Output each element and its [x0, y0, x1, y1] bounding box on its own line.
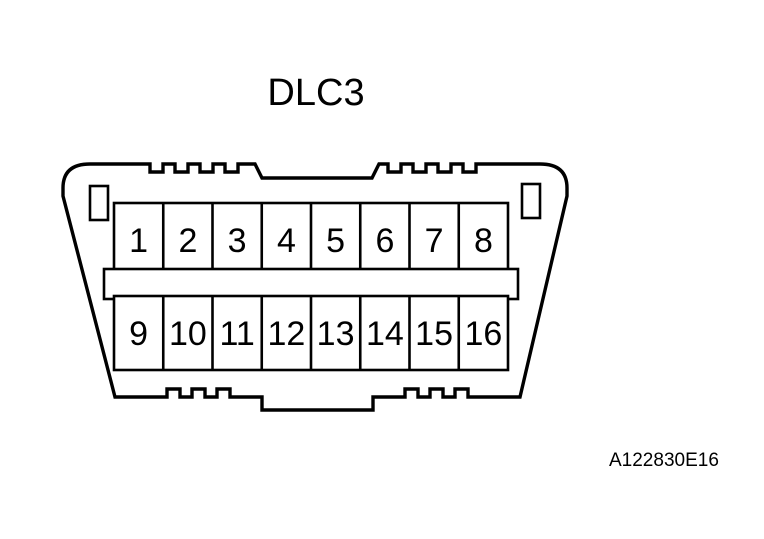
- pin-label: 16: [464, 315, 502, 353]
- keying-slot-left: [88, 184, 110, 222]
- center-divider-bar-group: [102, 267, 520, 301]
- keying-slot-group: [88, 182, 542, 222]
- pin-label: 15: [415, 315, 453, 353]
- pin-label: 8: [474, 222, 493, 260]
- pin-label: 4: [277, 222, 296, 260]
- page-title: DLC3: [267, 72, 364, 114]
- pin-label: 2: [178, 222, 197, 260]
- pin-label: 13: [317, 315, 355, 353]
- pin-label: 11: [219, 315, 254, 353]
- pin-label: 14: [366, 315, 404, 353]
- pin-label: 12: [267, 315, 305, 353]
- reference-code: A122830E16: [609, 450, 719, 471]
- center-divider-bar: [102, 267, 520, 301]
- pin-label: 7: [425, 222, 444, 260]
- pin-label: 3: [228, 222, 247, 260]
- pin-label: 6: [375, 222, 394, 260]
- pin-label: 9: [129, 315, 148, 353]
- pin-label: 1: [129, 222, 148, 260]
- pin-label: 5: [326, 222, 345, 260]
- pin-grid-bottom-row: 9 10 11 12 13 14 15 16: [112, 294, 510, 372]
- pin-label: 10: [169, 315, 207, 353]
- pin-grid-top-row: 1 2 3 4 5 6 7 8: [112, 201, 510, 279]
- keying-slot-right: [520, 182, 542, 220]
